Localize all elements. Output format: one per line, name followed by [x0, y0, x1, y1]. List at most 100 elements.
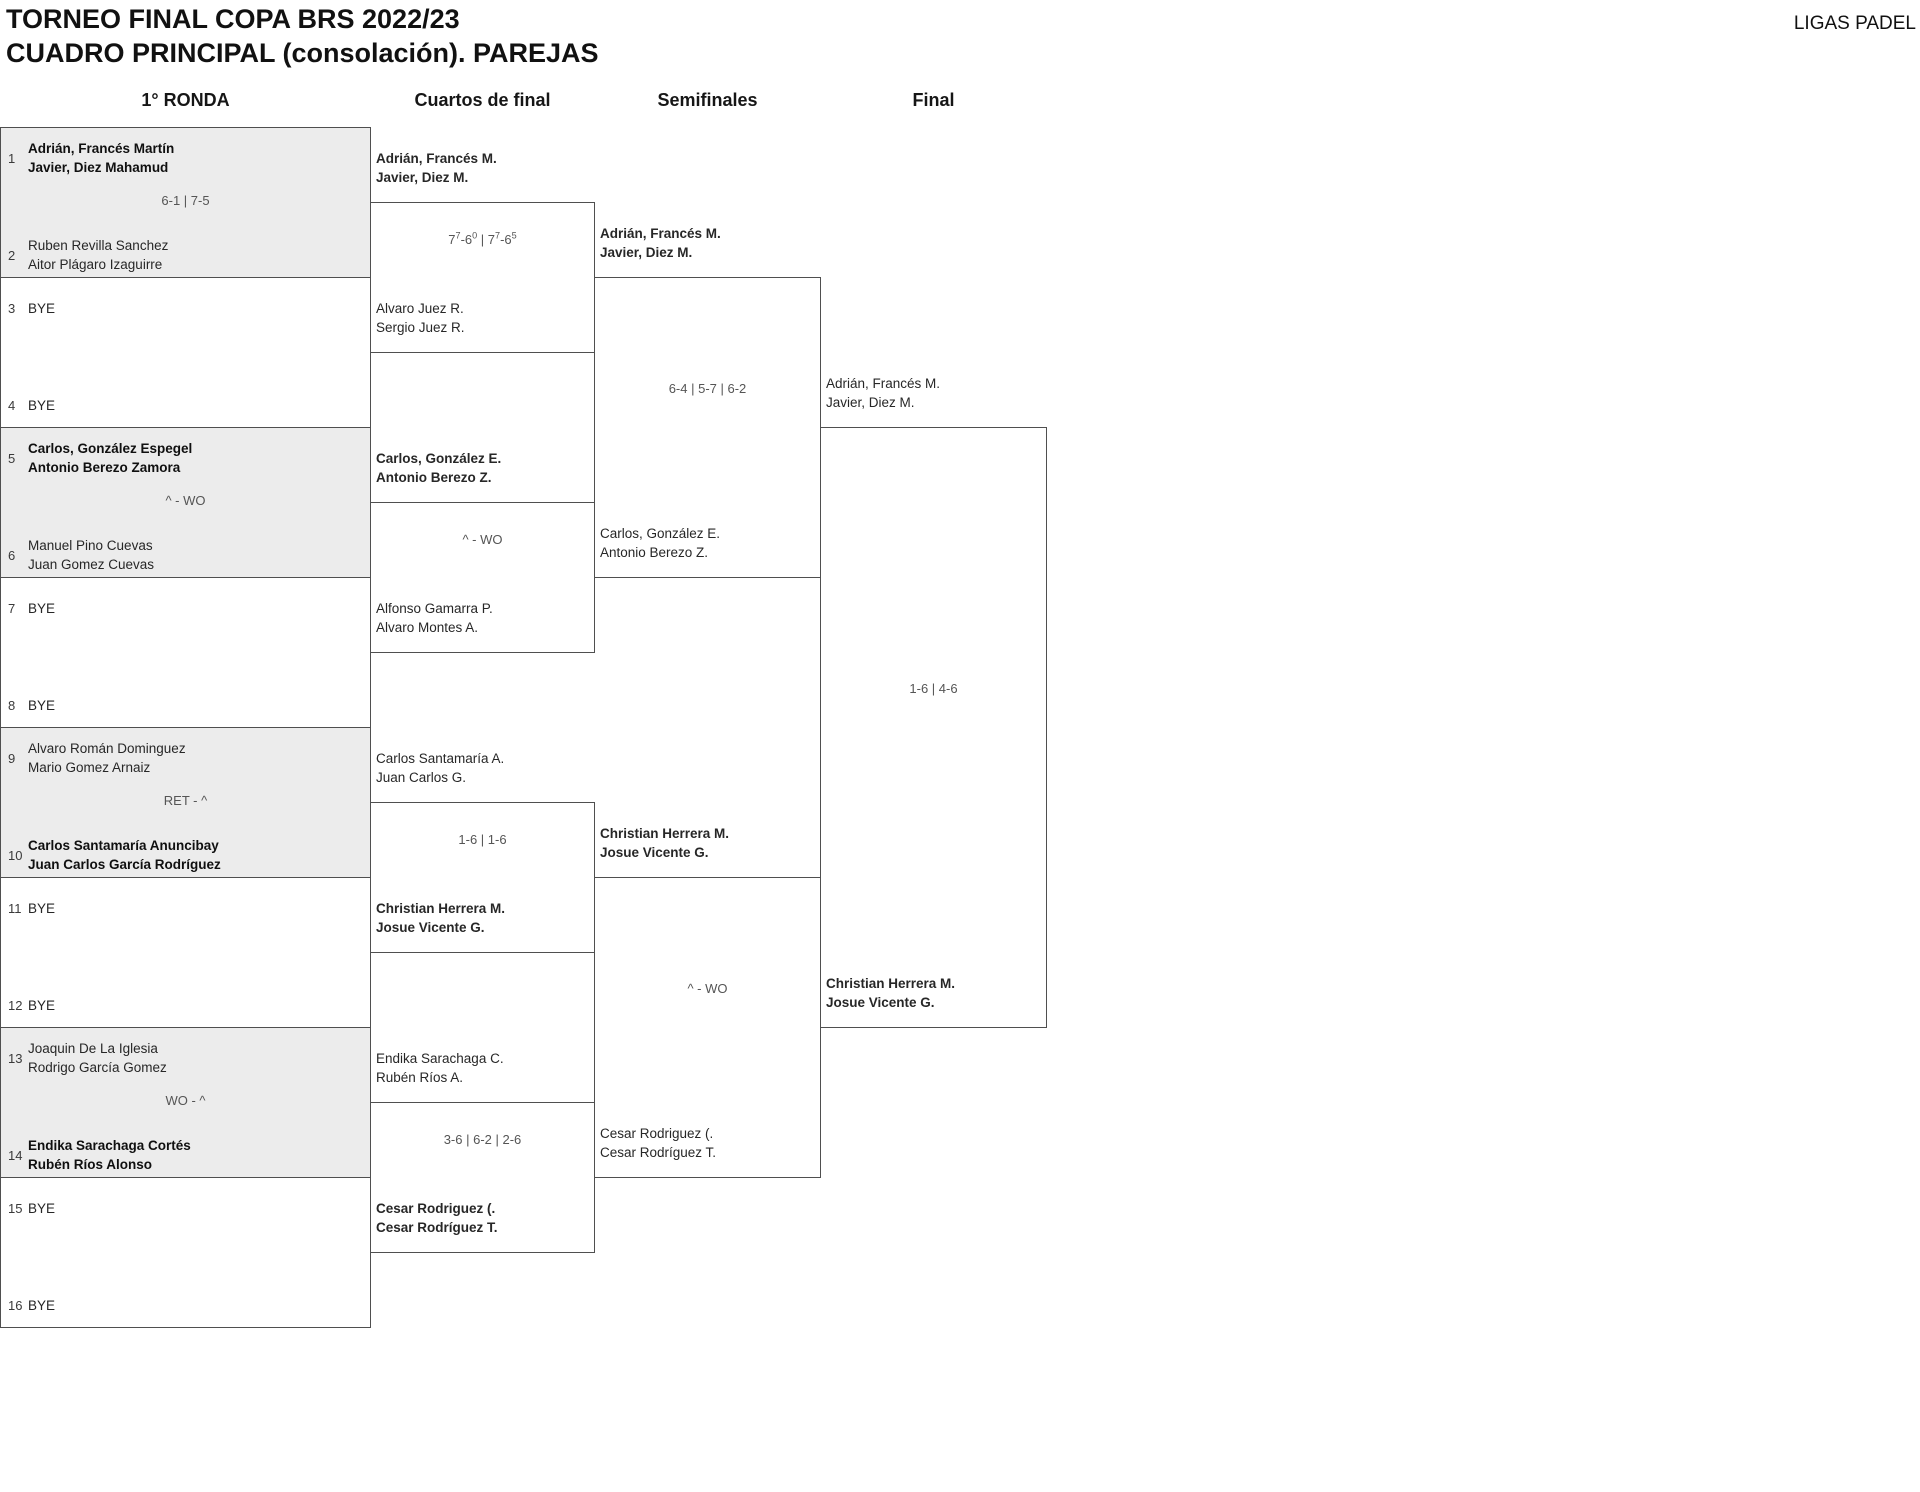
team-slot: 8 BYE [1, 683, 370, 727]
player-name: Endika Sarachaga Cortés [28, 1138, 191, 1153]
final-match-box [820, 427, 1047, 1028]
team-names: BYE [28, 996, 55, 1015]
player-name: Aitor Plágaro Izaguirre [28, 257, 163, 272]
seed-number: 13 [8, 1050, 23, 1066]
team-slot: 5 Carlos, González Espegel Antonio Berez… [1, 434, 370, 482]
team-slot: 14 Endika Sarachaga Cortés Rubén Ríos Al… [1, 1133, 370, 1177]
advancing-team: Cesar Rodriguez (. Cesar Rodríguez T. [376, 1199, 592, 1237]
team-names: BYE [28, 1296, 55, 1315]
match-score: RET - ^ [163, 793, 208, 808]
player-name: Javier, Diez M. [826, 395, 915, 410]
seed-number: 2 [8, 247, 16, 263]
round1-match-box-1: 1 Adrián, Francés Martín Javier, Diez Ma… [0, 127, 371, 278]
team-names: Manuel Pino Cuevas Juan Gomez Cuevas [28, 536, 154, 574]
player-name: Josue Vicente G. [376, 920, 485, 935]
seed-number: 10 [8, 847, 23, 863]
round-header-semifinales: Semifinales [657, 90, 758, 110]
player-name: Juan Carlos García Rodríguez [28, 857, 221, 872]
player-name: Alvaro Román Dominguez [28, 741, 186, 756]
match-score: 77-60 | 77-65 [448, 230, 517, 247]
team-slot: 6 Manuel Pino Cuevas Juan Gomez Cuevas [1, 533, 370, 577]
team-names: Ruben Revilla Sanchez Aitor Plágaro Izag… [28, 236, 168, 274]
player-name: Mario Gomez Arnaiz [28, 760, 151, 775]
round1-match-box-5: 9 Alvaro Román Dominguez Mario Gomez Arn… [0, 727, 371, 878]
player-name: Carlos, González E. [376, 451, 502, 466]
player-name: Rubén Ríos Alonso [28, 1157, 152, 1172]
tournament-title-line2: CUADRO PRINCIPAL (consolación). PAREJAS [6, 38, 599, 68]
team-slot: 10 Carlos Santamaría Anuncibay Juan Carl… [1, 833, 370, 877]
seed-number: 16 [8, 1297, 23, 1313]
match-score: 6-4 | 5-7 | 6-2 [668, 381, 747, 396]
advancing-team: Alvaro Juez R. Sergio Juez R. [376, 299, 592, 337]
player-name: BYE [28, 697, 56, 713]
advancing-team: Carlos, González E. Antonio Berezo Z. [600, 524, 816, 562]
round-header-1ronda: 1° RONDA [141, 90, 230, 110]
player-name: Carlos Santamaría Anuncibay [28, 838, 219, 853]
team-names: BYE [28, 1199, 55, 1218]
player-name: Alvaro Montes A. [376, 620, 479, 635]
player-name: Javier, Diez M. [600, 245, 693, 260]
player-name: Carlos, González Espegel [28, 441, 193, 456]
advancing-team: Alfonso Gamarra P. Alvaro Montes A. [376, 599, 592, 637]
round1-match-box-4: 7 BYE 8 BYE [0, 577, 371, 728]
team-slot: 2 Ruben Revilla Sanchez Aitor Plágaro Iz… [1, 233, 370, 277]
player-name: Christian Herrera M. [600, 826, 730, 841]
advancing-team: Carlos, González E. Antonio Berezo Z. [376, 449, 592, 487]
team-names: Alvaro Román Dominguez Mario Gomez Arnai… [28, 739, 186, 777]
seed-number: 12 [8, 997, 23, 1013]
team-slot: 13 Joaquin De La Iglesia Rodrigo García … [1, 1034, 370, 1082]
seed-number: 9 [8, 750, 16, 766]
seed-number: 8 [8, 697, 16, 713]
player-name: Adrián, Francés M. [600, 226, 721, 241]
player-name: Ruben Revilla Sanchez [28, 238, 169, 253]
brand-logo-text: LIGAS PADEL [1793, 13, 1916, 34]
round-header-final: Final [912, 90, 955, 110]
advancing-team: Christian Herrera M. Josue Vicente G. [600, 824, 816, 862]
player-name: Christian Herrera M. [826, 976, 956, 991]
round1-match-box-7: 13 Joaquin De La Iglesia Rodrigo García … [0, 1027, 371, 1178]
player-name: Cesar Rodriguez (. [376, 1201, 496, 1216]
player-name: BYE [28, 600, 56, 616]
player-name: Alvaro Juez R. [376, 301, 464, 316]
player-name: Adrián, Francés Martín [28, 141, 175, 156]
player-name: Antonio Berezo Z. [376, 470, 492, 485]
match-score: 3-6 | 6-2 | 2-6 [443, 1132, 522, 1147]
team-slot: 16 BYE [1, 1283, 370, 1327]
seed-number: 3 [8, 300, 16, 316]
team-slot: 3 BYE [1, 284, 370, 332]
player-name: BYE [28, 1200, 56, 1216]
round-header-cuartos: Cuartos de final [414, 90, 551, 110]
team-names: Carlos Santamaría Anuncibay Juan Carlos … [28, 836, 221, 874]
player-name: Josue Vicente G. [826, 995, 935, 1010]
player-name: BYE [28, 300, 56, 316]
seed-number: 14 [8, 1147, 23, 1163]
team-slot: 15 BYE [1, 1184, 370, 1232]
player-name: BYE [28, 997, 56, 1013]
advancing-team: Endika Sarachaga C. Rubén Ríos A. [376, 1049, 592, 1087]
player-name: Christian Herrera M. [376, 901, 506, 916]
player-name: Adrián, Francés M. [826, 376, 941, 391]
match-score: 1-6 | 1-6 [458, 832, 507, 847]
round1-match-box-6: 11 BYE 12 BYE [0, 877, 371, 1028]
player-name: Cesar Rodríguez T. [376, 1220, 498, 1235]
player-name: Carlos Santamaría A. [376, 751, 505, 766]
team-names: Endika Sarachaga Cortés Rubén Ríos Alons… [28, 1136, 191, 1174]
team-names: Joaquin De La Iglesia Rodrigo García Gom… [28, 1039, 167, 1077]
match-score: 6-1 | 7-5 [161, 193, 210, 208]
advancing-team: Adrián, Francés M. Javier, Diez M. [376, 149, 592, 187]
team-names: Adrián, Francés Martín Javier, Diez Maha… [28, 139, 174, 177]
player-name: BYE [28, 397, 56, 413]
team-slot: 1 Adrián, Francés Martín Javier, Diez Ma… [1, 134, 370, 182]
player-name: Rodrigo García Gomez [28, 1060, 167, 1075]
seed-number: 7 [8, 600, 16, 616]
match-score: ^ - WO [462, 532, 503, 547]
player-name: Sergio Juez R. [376, 320, 465, 335]
round1-match-box-2: 3 BYE 4 BYE [0, 277, 371, 428]
player-name: Alfonso Gamarra P. [376, 601, 493, 616]
advancing-team: Adrián, Francés M. Javier, Diez M. [826, 374, 1042, 412]
tournament-title: TORNEO FINAL COPA BRS 2022/23 CUADRO PRI… [6, 2, 599, 70]
player-name: Cesar Rodríguez T. [600, 1145, 717, 1160]
player-name: Endika Sarachaga C. [376, 1051, 504, 1066]
team-names: BYE [28, 899, 55, 918]
